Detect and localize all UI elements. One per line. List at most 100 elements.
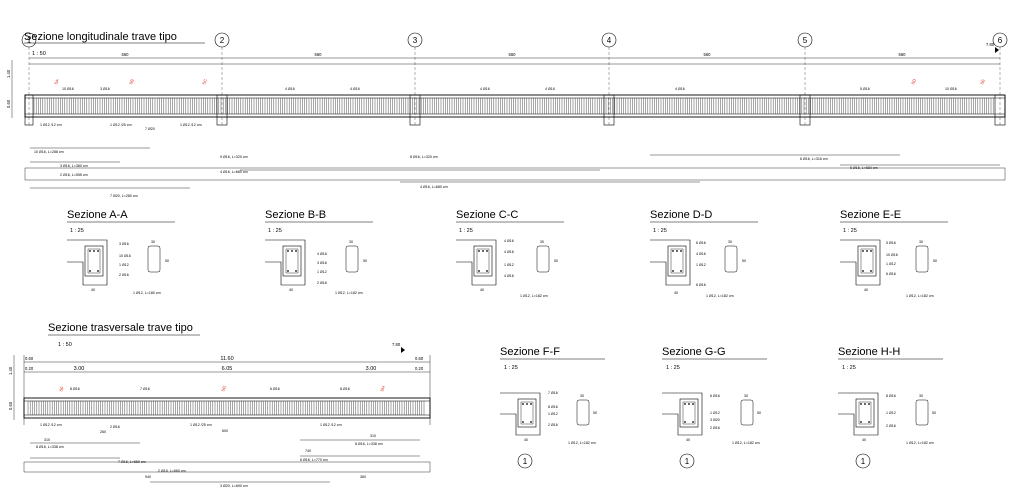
svg-text:310: 310 <box>370 434 376 438</box>
longitudinal-bar-schedule-labels: 10 Ø16, L=288 cm 3 Ø16, L=380 cm 2 Ø16, … <box>34 150 878 198</box>
svg-text:1 Ø12 /25 cm: 1 Ø12 /25 cm <box>190 423 212 427</box>
section-mark-b: SB <box>128 78 135 85</box>
svg-text:1 : 25: 1 : 25 <box>504 365 518 371</box>
svg-text:8 Ø16: 8 Ø16 <box>548 405 558 409</box>
section-mark-c: SC <box>201 78 208 85</box>
section-h-h: Sezione H-H 1 : 25 8 Ø16 1 Ø12 2 Ø16 30 … <box>838 346 943 469</box>
section-title: Sezione D-D <box>650 209 712 221</box>
longitudinal-section: Sezione longitudinale trave tipo 1 : 50 … <box>6 31 1008 198</box>
svg-text:7 Ø20: 7 Ø20 <box>145 127 155 131</box>
svg-text:2 Ø16, L=555 cm: 2 Ø16, L=555 cm <box>60 173 88 177</box>
svg-text:1 Ø12, L=182 cm: 1 Ø12, L=182 cm <box>335 291 363 295</box>
height-label-top: 1.40 <box>6 69 11 78</box>
svg-text:Sezione H-H: Sezione H-H <box>838 346 900 358</box>
svg-text:1 : 25: 1 : 25 <box>268 228 282 234</box>
svg-text:1 Ø12: 1 Ø12 <box>710 411 720 415</box>
axis-4: 4 <box>601 32 617 48</box>
svg-text:5 Ø16: 5 Ø16 <box>860 87 870 91</box>
sections-row-1: Sezione A-A 1 : 25 3 Ø16 10 Ø16 1 Ø12 2 … <box>67 209 948 298</box>
section-f-axis-bubble <box>517 453 533 469</box>
section-mark-d: SD <box>910 78 917 85</box>
svg-text:40: 40 <box>864 288 868 292</box>
svg-text:1.40: 1.40 <box>8 366 13 375</box>
svg-text:3 Ø16: 3 Ø16 <box>119 242 129 246</box>
svg-text:1 : 25: 1 : 25 <box>842 365 856 371</box>
svg-text:30: 30 <box>744 394 748 398</box>
svg-text:50: 50 <box>757 411 761 415</box>
svg-text:4 Ø16: 4 Ø16 <box>285 87 295 91</box>
svg-text:40: 40 <box>480 288 484 292</box>
svg-text:2 Ø16: 2 Ø16 <box>886 424 896 428</box>
svg-text:4 Ø16, L=680 cm: 4 Ø16, L=680 cm <box>420 185 448 189</box>
svg-text:3 Ø16: 3 Ø16 <box>317 261 327 265</box>
svg-text:1 Ø12: 1 Ø12 <box>886 411 896 415</box>
svg-text:4 Ø16: 4 Ø16 <box>317 252 327 256</box>
section-marks: SA SB SC SD SE <box>53 78 986 85</box>
svg-text:30: 30 <box>728 240 732 244</box>
svg-text:1: 1 <box>861 457 866 466</box>
svg-text:1: 1 <box>523 457 528 466</box>
svg-text:600: 600 <box>222 429 228 433</box>
section-b-b: Sezione B-B 1 : 25 4 Ø16 3 Ø16 1 Ø12 2 Ø… <box>265 209 373 295</box>
span-dimension-chain <box>29 57 1000 65</box>
svg-text:2 Ø16: 2 Ø16 <box>548 423 558 427</box>
svg-text:10 Ø16, L=288 cm: 10 Ø16, L=288 cm <box>34 150 64 154</box>
svg-text:Sezione F-F: Sezione F-F <box>500 346 560 358</box>
svg-text:30: 30 <box>919 240 923 244</box>
svg-text:1 : 25: 1 : 25 <box>653 228 667 234</box>
svg-text:2 Ø16, L=660 cm: 2 Ø16, L=660 cm <box>158 469 186 473</box>
longitudinal-scale: 1 : 50 <box>32 51 46 57</box>
svg-text:40: 40 <box>862 438 866 442</box>
svg-text:4 Ø16: 4 Ø16 <box>504 274 514 278</box>
svg-text:1 : 25: 1 : 25 <box>666 365 680 371</box>
longitudinal-beam <box>24 94 1006 126</box>
svg-text:7 Ø16: 7 Ø16 <box>548 391 558 395</box>
svg-text:8 Ø16: 8 Ø16 <box>340 387 350 391</box>
svg-text:0.60: 0.60 <box>415 356 424 361</box>
svg-text:3 Ø20, L=690 cm: 3 Ø20, L=690 cm <box>220 484 248 488</box>
section-title: Sezione E-E <box>840 209 901 221</box>
stirrup-labels: 1 Ø12 /12 cm 1 Ø12 /25 cm 7 Ø20 1 Ø12 /1… <box>40 123 202 131</box>
svg-text:1 : 25: 1 : 25 <box>459 228 473 234</box>
top-bar-labels: 10 Ø16 3 Ø16 4 Ø16 4 Ø16 4 Ø16 4 Ø16 4 Ø… <box>62 87 957 91</box>
svg-text:7 Ø20, L=280 cm: 7 Ø20, L=280 cm <box>110 194 138 198</box>
svg-text:5 Ø16: 5 Ø16 <box>886 241 896 245</box>
transversal-bar-dims: 310 260 740 310 600 940 360 <box>44 429 376 479</box>
svg-text:4 Ø16: 4 Ø16 <box>545 87 555 91</box>
span-4-label: 560 <box>704 52 712 57</box>
transversal-bar-labels: 8 Ø16, L=338 cm 7 Ø16, L=660 cm 2 Ø16, L… <box>36 442 383 488</box>
svg-text:40: 40 <box>91 288 95 292</box>
svg-text:50: 50 <box>363 259 367 263</box>
height-label-bottom: 0.60 <box>6 99 11 108</box>
svg-text:30: 30 <box>580 394 584 398</box>
section-f-f: Sezione F-F 1 : 25 7 Ø16 8 Ø16 1 Ø12 2 Ø… <box>500 346 605 469</box>
svg-text:4 Ø16: 4 Ø16 <box>480 87 490 91</box>
svg-text:1 Ø12, L=182 cm: 1 Ø12, L=182 cm <box>732 441 760 445</box>
svg-text:1 Ø12 /12 cm: 1 Ø12 /12 cm <box>40 423 62 427</box>
svg-text:1 Ø12, L=182 cm: 1 Ø12, L=182 cm <box>520 294 548 298</box>
svg-text:0.20: 0.20 <box>25 366 34 371</box>
svg-text:1 Ø12 /12 cm: 1 Ø12 /12 cm <box>40 123 62 127</box>
svg-text:1 Ø12: 1 Ø12 <box>548 412 558 416</box>
svg-text:2 Ø16: 2 Ø16 <box>710 426 720 430</box>
svg-text:SF: SF <box>58 385 65 392</box>
svg-text:4 Ø16: 4 Ø16 <box>350 87 360 91</box>
svg-text:30: 30 <box>540 240 544 244</box>
svg-text:740: 740 <box>305 449 311 453</box>
svg-text:8 Ø16, L=320 cm: 8 Ø16, L=320 cm <box>410 155 438 159</box>
svg-text:50: 50 <box>742 259 746 263</box>
svg-text:940: 940 <box>145 475 151 479</box>
section-mark-e: SE <box>979 78 986 85</box>
svg-text:310: 310 <box>44 438 50 442</box>
svg-text:4: 4 <box>607 36 612 45</box>
svg-text:40: 40 <box>674 291 678 295</box>
svg-text:6: 6 <box>998 36 1003 45</box>
svg-text:40: 40 <box>524 438 528 442</box>
svg-text:6 Ø16, L=770 cm: 6 Ø16, L=770 cm <box>300 458 328 462</box>
svg-text:SH: SH <box>379 385 386 392</box>
svg-text:30: 30 <box>151 240 155 244</box>
transversal-scale: 1 : 50 <box>58 342 72 348</box>
span-left-label: 3.00 <box>74 366 85 372</box>
svg-text:1 : 25: 1 : 25 <box>843 228 857 234</box>
svg-text:8 Ø16, L=338 cm: 8 Ø16, L=338 cm <box>36 445 64 449</box>
